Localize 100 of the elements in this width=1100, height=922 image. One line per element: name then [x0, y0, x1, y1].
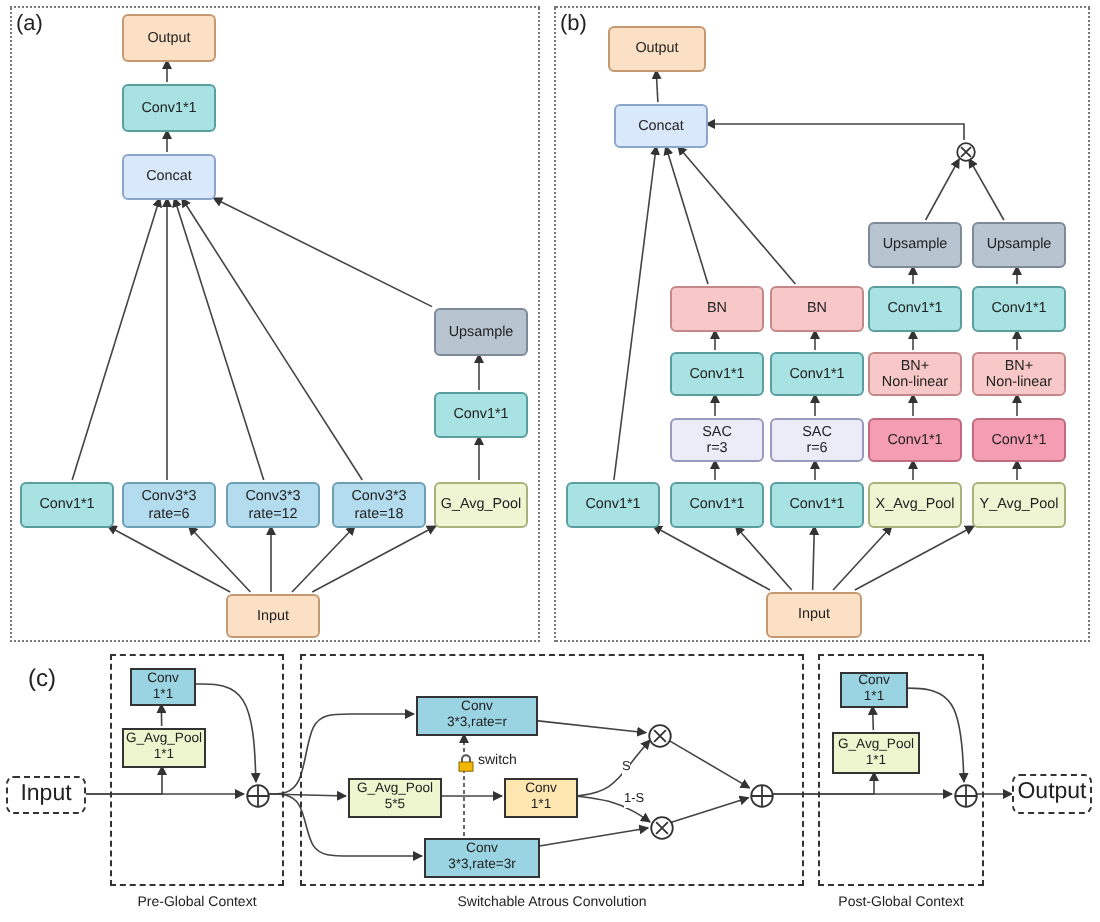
arrow [710, 329, 720, 351]
input-output-box [226, 594, 320, 638]
arrow [311, 525, 437, 593]
arrow [968, 157, 1005, 221]
arrow [187, 525, 252, 593]
sac-box [670, 418, 764, 462]
arrow [613, 145, 661, 481]
terminal-box [6, 776, 86, 814]
arrow [459, 733, 469, 753]
input-output-box [766, 592, 862, 638]
upsample-box [868, 222, 962, 268]
conv-box [122, 482, 216, 528]
arrow [1012, 329, 1022, 351]
panel-label: (b) [560, 12, 587, 38]
batch-norm-box [670, 286, 764, 332]
arrow [1012, 459, 1022, 481]
arrow [267, 793, 423, 861]
arrow [652, 525, 771, 591]
arrow [193, 683, 261, 783]
arrow [867, 705, 878, 731]
arrow [85, 765, 167, 795]
connector-line [463, 769, 465, 837]
arrow [162, 197, 172, 481]
conv-box [566, 482, 660, 528]
arrow [810, 393, 820, 417]
sac-box [770, 418, 864, 462]
arrow [854, 525, 975, 591]
concat-box [122, 154, 216, 200]
arrow [266, 525, 276, 593]
arrow [1012, 393, 1022, 417]
batch-norm-box [972, 352, 1066, 396]
conv-box [670, 352, 764, 396]
arrow [676, 145, 797, 285]
arrow [832, 525, 893, 591]
panel-frame [10, 6, 540, 642]
pooling-box [868, 482, 962, 528]
box-label: Input [20, 781, 72, 809]
multiply-symbol [956, 142, 976, 162]
batch-norm-box [868, 352, 962, 396]
sum-symbol [246, 784, 270, 808]
arrow [670, 795, 750, 824]
panel-label: (c) [28, 664, 56, 692]
arrow [651, 69, 662, 103]
conv-box [972, 418, 1066, 462]
box-label: Output [1017, 780, 1087, 808]
arrow [710, 393, 720, 417]
arrow [156, 703, 167, 727]
arrow [975, 789, 1013, 799]
pooling-box [434, 482, 528, 528]
conv-box [332, 482, 426, 528]
conv-box [770, 352, 864, 396]
arrow [908, 329, 918, 351]
pooling-box [348, 778, 442, 818]
conv-box [130, 668, 196, 706]
input-output-box [608, 26, 706, 72]
arrow [667, 739, 751, 789]
panel-frame [554, 6, 1090, 642]
conv-box [670, 482, 764, 528]
arrow [71, 197, 162, 481]
multiply-symbol [648, 724, 672, 748]
conv-box [972, 286, 1066, 332]
conv-box [416, 696, 538, 736]
conv-box [122, 84, 216, 132]
arrow [1012, 265, 1022, 285]
arrow [439, 791, 503, 801]
lock-icon [458, 754, 474, 772]
panel-label: (a) [16, 12, 43, 38]
arrow [710, 459, 720, 481]
conv-box [424, 838, 540, 878]
conv-box [20, 482, 114, 528]
conv-box [868, 286, 962, 332]
arrow [162, 59, 172, 83]
arrow [908, 459, 918, 481]
arrow [908, 393, 918, 417]
arrow [474, 353, 484, 391]
arrow [705, 119, 965, 141]
arrow [162, 129, 172, 153]
conv-box [226, 482, 320, 528]
arrow [575, 739, 651, 797]
upsample-box [972, 222, 1066, 268]
arrow [575, 795, 651, 823]
arrow [810, 459, 820, 481]
arrow [106, 525, 231, 593]
conv-box [434, 392, 528, 438]
arrow [180, 197, 364, 481]
arrow [905, 687, 969, 783]
sum-symbol [954, 784, 978, 808]
arrow [810, 329, 820, 351]
arrow [663, 145, 709, 285]
arrow [535, 719, 648, 737]
arrow [771, 771, 879, 795]
sum-symbol [750, 784, 774, 808]
arrow [172, 197, 265, 481]
conv-box [840, 672, 908, 708]
arrow [734, 525, 793, 591]
batch-norm-box [770, 286, 864, 332]
conv-box [770, 482, 864, 528]
arrow [908, 265, 918, 285]
multiply-symbol [650, 816, 674, 840]
conv-box [504, 778, 578, 818]
